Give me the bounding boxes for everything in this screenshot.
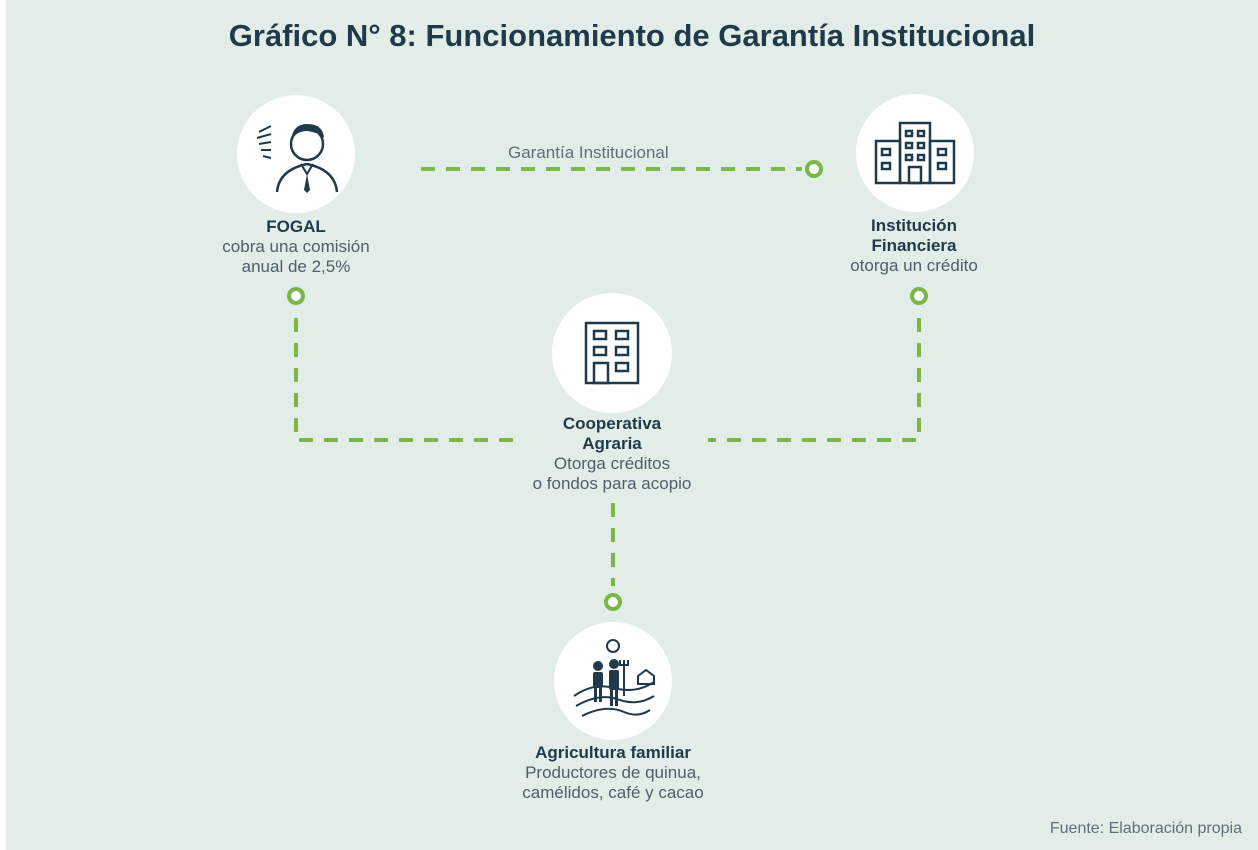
diagram-canvas: Gráfico N° 8: Funcionamiento de Garantía… [6, 0, 1258, 850]
fogal-label: FOGAL cobra una comisión anual de 2,5% [196, 217, 396, 277]
bank-building-icon [874, 121, 956, 185]
cooperativa-name-line2: Agraria [582, 434, 642, 453]
fogal-desc-line2: anual de 2,5% [241, 257, 351, 276]
person-icon [256, 124, 339, 193]
connector-dot-fogal [287, 287, 305, 305]
institucion-label: Institución Financiera otorga un crédito [814, 216, 1014, 276]
diagram-title: Gráfico N° 8: Funcionamiento de Garantía… [228, 18, 1036, 53]
cooperativa-desc-line1: Otorga créditos [553, 454, 671, 473]
connector-dot-institucion-down [910, 287, 928, 305]
agricultura-desc-line2: camélidos, café y cacao [522, 783, 704, 802]
fogal-icon-circle [237, 95, 355, 213]
cooperativa-label: Cooperativa Agraria Otorga créditos o fo… [499, 414, 725, 494]
agricultura-icon-circle [554, 622, 672, 740]
edge-institucion-cooperativa [708, 318, 921, 442]
farmers-icon [573, 639, 655, 717]
connector-dot-agricultura [604, 593, 622, 611]
fogal-desc-line1: cobra una comisión [222, 237, 370, 256]
cooperativa-name-line1: Cooperativa [562, 414, 662, 433]
agricultura-label: Agricultura familiar Productores de quin… [483, 743, 743, 803]
agricultura-desc-line1: Productores de quinua, [525, 763, 701, 782]
cooperativa-icon-circle [552, 293, 672, 413]
institucion-icon-circle [856, 94, 974, 212]
connector-dot-institucion [805, 160, 823, 178]
connector-lines [287, 160, 928, 611]
fogal-name: FOGAL [266, 217, 326, 236]
source-note: Fuente: Elaboración propia [1049, 820, 1242, 837]
cooperativa-desc-line2: o fondos para acopio [532, 474, 692, 493]
office-building-icon [584, 321, 640, 385]
institucion-name-line2: Financiera [871, 236, 957, 255]
institucion-desc: otorga un crédito [850, 256, 978, 275]
institucion-name-line1: Institución [871, 216, 957, 235]
agricultura-name: Agricultura familiar [535, 743, 691, 762]
edge-fogal-cooperativa [294, 318, 516, 442]
edge-label-guarantee: Garantía Institucional [508, 143, 669, 162]
